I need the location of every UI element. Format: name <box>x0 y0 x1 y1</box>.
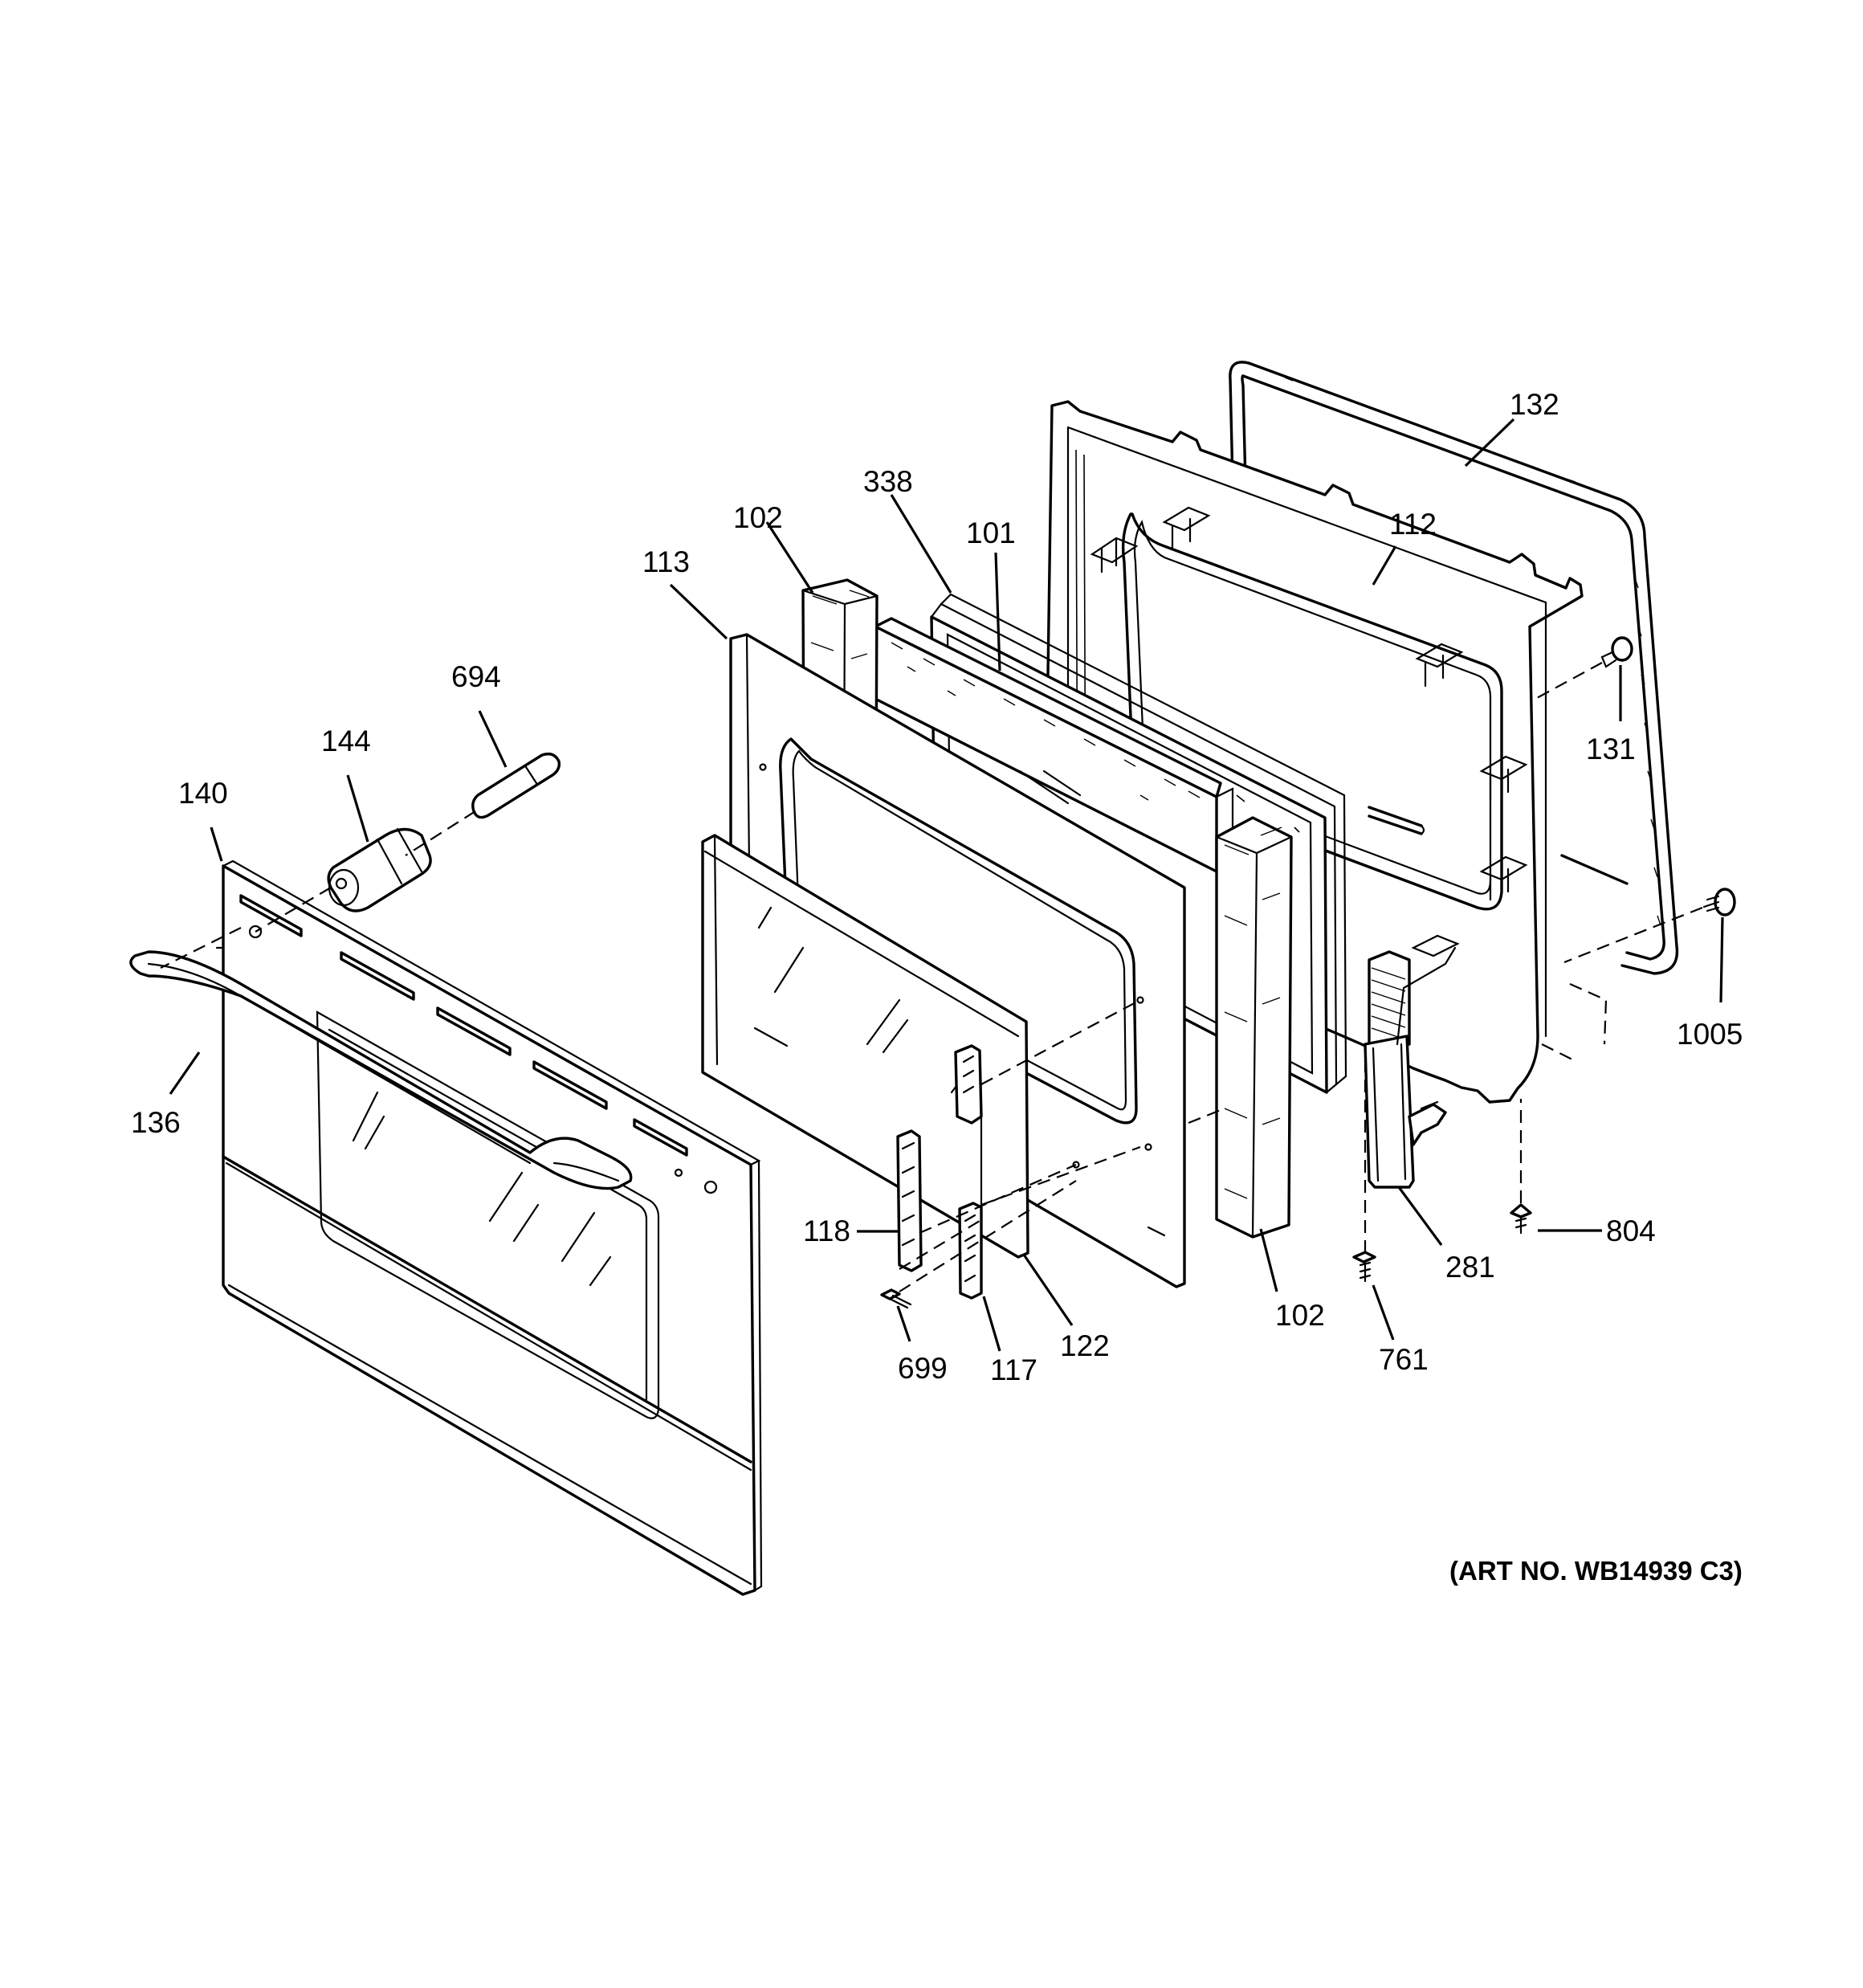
part-122-inner-window-glass <box>701 834 1029 1259</box>
assembly-lines <box>160 662 1703 1292</box>
callout-122: 122 <box>1060 1329 1110 1362</box>
part-132-door-gasket <box>1229 361 1679 975</box>
callout-131: 131 <box>1586 733 1636 765</box>
part-102-insulation-right <box>1215 816 1293 1239</box>
callout-117: 117 <box>990 1353 1037 1386</box>
art-number: (ART NO. WB14939 C3) <box>1449 1556 1743 1586</box>
part-117-bracket <box>954 1044 983 1300</box>
callout-761: 761 <box>1379 1343 1429 1376</box>
leader-lines <box>169 418 1724 1352</box>
callout-labels: 132 338 102 101 112 113 694 144 140 131 … <box>131 388 1743 1586</box>
part-118-bracket <box>896 1129 923 1272</box>
callout-112: 112 <box>1389 508 1437 541</box>
callout-140: 140 <box>178 777 228 810</box>
callout-102-bottom: 102 <box>1275 1299 1325 1332</box>
callout-113: 113 <box>642 545 690 578</box>
part-699-screw <box>880 1288 912 1309</box>
callout-118: 118 <box>803 1214 850 1247</box>
callout-694: 694 <box>451 660 501 693</box>
part-804-screw <box>1510 1203 1532 1235</box>
callout-338: 338 <box>863 465 913 498</box>
part-694-pin <box>471 752 561 819</box>
part-1005-screw <box>1702 888 1736 916</box>
callout-281: 281 <box>1445 1251 1495 1284</box>
part-761-screw <box>1352 1251 1376 1283</box>
callout-132: 132 <box>1510 388 1559 421</box>
callout-699: 699 <box>898 1352 948 1385</box>
callout-804: 804 <box>1606 1214 1656 1247</box>
callout-1005: 1005 <box>1677 1018 1743 1051</box>
callout-136: 136 <box>131 1106 181 1139</box>
part-144-handle-end-cap <box>327 827 432 912</box>
callout-102-top: 102 <box>733 501 783 534</box>
part-131-fastener <box>1600 636 1633 668</box>
part-281-hinge <box>1364 946 1457 1189</box>
callout-101: 101 <box>966 516 1016 549</box>
part-140-outer-door-panel <box>129 859 763 1596</box>
callout-144: 144 <box>321 725 371 757</box>
